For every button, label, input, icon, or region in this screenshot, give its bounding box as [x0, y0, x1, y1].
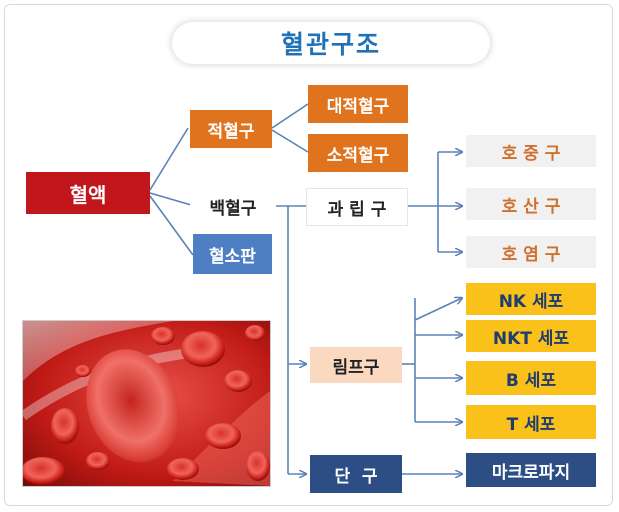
node-eosinophil: 호 염 구 [466, 236, 596, 268]
node-nkt-cell: NKT 세포 [466, 320, 596, 352]
node-t-cell: T 세포 [466, 405, 596, 439]
node-b-cell: B 세포 [466, 361, 596, 395]
node-granulocyte: 과 립 구 [306, 188, 408, 226]
node-platelet: 혈소판 [193, 234, 272, 274]
node-rbc: 적혈구 [190, 110, 272, 148]
node-nk-cell: NK 세포 [466, 283, 596, 315]
connector-blood-platelet [149, 195, 194, 256]
title-banner: 혈관구조 [172, 22, 490, 64]
node-basophil: 호 산 구 [466, 188, 596, 220]
node-monocyte: 단 구 [310, 455, 402, 493]
node-microcyte: 소적혈구 [308, 134, 408, 172]
node-macrocyte: 대적혈구 [308, 85, 408, 123]
node-neutrophil: 호 중 구 [466, 135, 596, 167]
red-blood-cells-image [22, 320, 271, 487]
node-wbc: 백혈구 [190, 186, 276, 226]
connector-lymphocyte-nk [414, 298, 462, 321]
node-blood: 혈액 [26, 172, 150, 214]
node-macrophage: 마크로파지 [466, 453, 596, 487]
connector-rbc-macrocyte [271, 103, 309, 129]
diagram-title: 혈관구조 [280, 30, 381, 59]
connector-blood-rbc [149, 127, 189, 191]
connector-blood-wbc [149, 192, 192, 206]
diagram-frame [4, 4, 613, 506]
connector-rbc-microcyte [271, 129, 309, 153]
node-lymphocyte: 림프구 [310, 347, 402, 383]
